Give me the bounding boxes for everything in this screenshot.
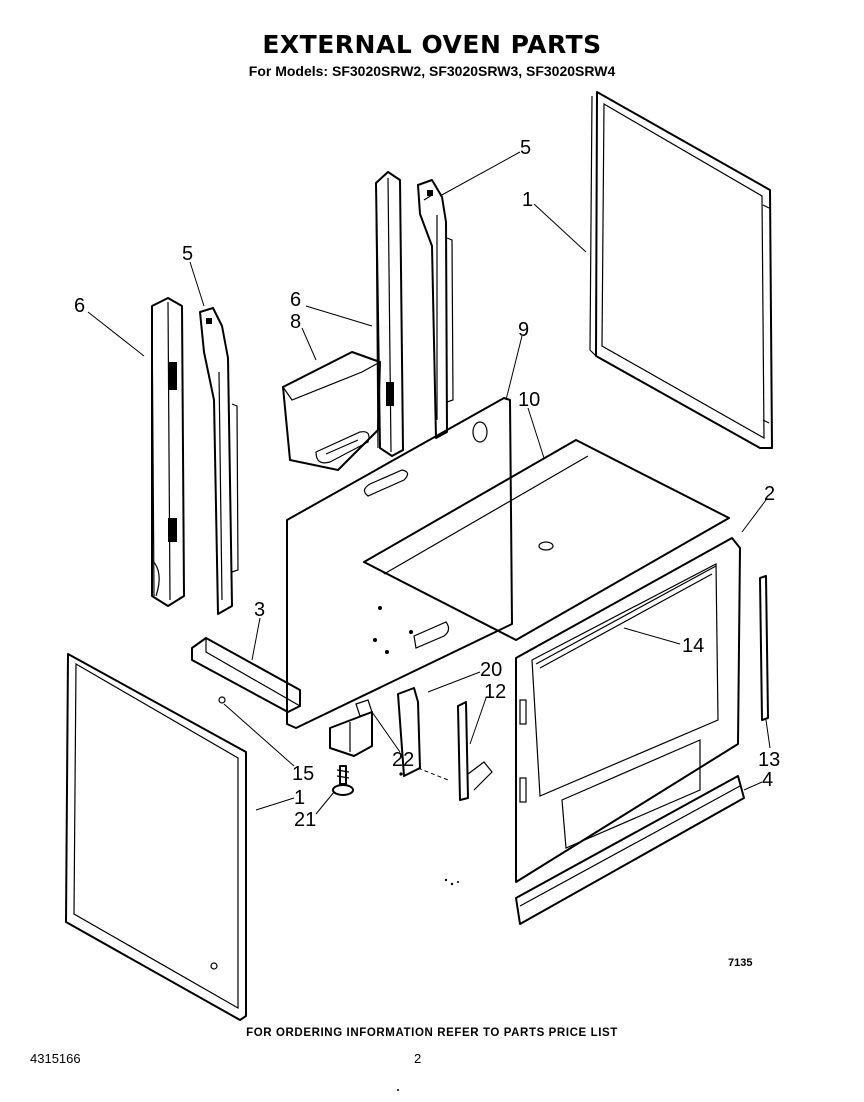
document-number: 4315166 — [30, 1051, 81, 1066]
part-1-side-panel-left — [65, 653, 247, 1021]
part-6-channel-center — [375, 171, 404, 457]
part-15-screw — [218, 696, 226, 704]
page-title: EXTERNAL OVEN PARTS — [262, 30, 602, 59]
callout-3: 3 — [254, 599, 265, 621]
callout-1-lower: 1 — [294, 787, 305, 809]
callout-4: 4 — [762, 769, 773, 791]
part-5-bracket-left — [199, 307, 239, 615]
callout-6-left: 6 — [74, 295, 85, 317]
page-number: 2 — [414, 1051, 422, 1066]
callout-2: 2 — [764, 483, 775, 505]
callout-12: 12 — [484, 681, 506, 703]
callout-8: 8 — [290, 311, 301, 333]
model-list: For Models: SF3020SRW2, SF3020SRW3, SF30… — [248, 63, 616, 79]
part-3-bottom-rail — [191, 637, 301, 713]
hinge-block — [329, 711, 373, 757]
part-6-channel-left — [151, 297, 185, 607]
part-4-kick-plate — [515, 775, 745, 925]
callout-5-left: 5 — [182, 243, 193, 265]
callout-14: 14 — [682, 635, 704, 657]
part-9-back-panel — [286, 397, 513, 729]
callout-13: 13 — [758, 749, 780, 771]
callout-22: 22 — [392, 749, 414, 771]
callout-20: 20 — [480, 659, 502, 681]
callout-1-upper: 1 — [522, 189, 533, 211]
callout-15: 15 — [292, 763, 314, 785]
part-2-front-frame — [515, 537, 741, 883]
callout-6-center: 6 — [290, 289, 301, 311]
part-10-top-panel — [363, 439, 730, 641]
part-12-hinge-bracket — [457, 701, 493, 801]
part-8-vent-duct — [282, 351, 381, 471]
part-20-bracket — [397, 687, 421, 777]
callout-10: 10 — [518, 389, 540, 411]
callout-21: 21 — [294, 809, 316, 831]
figure-id: 7135 — [728, 957, 752, 969]
part-1-side-panel-right — [589, 91, 773, 449]
part-14-trim-strip — [535, 565, 717, 665]
callout-5-center: 5 — [520, 137, 531, 159]
ordering-note: FOR ORDERING INFORMATION REFER TO PARTS … — [246, 1027, 618, 1039]
callout-9: 9 — [518, 319, 529, 341]
part-21-leveling-leg — [332, 765, 354, 796]
scan-specks — [397, 772, 459, 1091]
part-13-side-trim — [759, 575, 769, 721]
leader-lines — [87, 151, 771, 815]
part-5-bracket-center — [417, 179, 454, 439]
